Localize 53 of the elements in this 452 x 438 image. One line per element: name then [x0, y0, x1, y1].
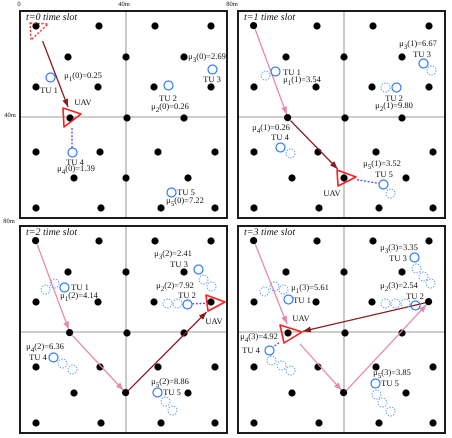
user-label: TU 1: [283, 68, 301, 76]
uav-label: UAV: [74, 98, 92, 106]
value-label: μ$_{4}$(2)=6.36: [26, 342, 64, 354]
dashed-ring-icon: [384, 188, 396, 198]
user-label: TU 4: [271, 132, 289, 142]
user-label: TU 5: [375, 170, 393, 178]
dashed-ring-icon: [380, 82, 390, 92]
value-label: μ$_{2}$(0)=0.26: [151, 102, 189, 114]
dashed-ring-icon: [260, 70, 270, 80]
dot-icon: [283, 113, 293, 123]
value-label: μ$_{3}$(2)=2.41: [154, 249, 192, 261]
value-label: μ$_{5}$(1)=3.52: [363, 159, 401, 171]
dashed-ring-icon: [66, 364, 78, 374]
value-label: μ$_{4}$(0)=1.39: [57, 164, 95, 176]
panel-title: t=2 time slot: [26, 228, 78, 238]
dashed-ring-icon: [426, 64, 436, 76]
dot-icon: [65, 328, 75, 338]
user-label: TU 3: [413, 50, 431, 58]
dashed-link: [71, 128, 73, 148]
value-label: μ$_{1}$(1)=3.54: [283, 74, 321, 86]
user-label: TU 2: [385, 94, 403, 102]
panel-title: t=0 time slot: [26, 13, 78, 23]
user-label: TU 5: [177, 188, 195, 196]
arrow: [42, 40, 69, 108]
value-label: μ$_{1}$(2)=4.14: [60, 290, 98, 302]
dot-icon: [31, 236, 41, 246]
user-label: TU 3: [203, 74, 221, 84]
value-label: μ$_{1}$(0)=0.25: [64, 71, 102, 83]
dashed-triangle-icon: [29, 22, 49, 41]
user-label: TU 4: [66, 157, 84, 166]
user-label: TU 4: [29, 352, 47, 362]
dashed-ring-icon: [48, 278, 60, 288]
value-label: μ$_{5}$(0)=7.22: [166, 196, 204, 208]
value-label: μ$_{3}$(1)=6.67: [399, 39, 437, 51]
user-label: TU 3: [389, 254, 407, 262]
dashed-ring-icon: [284, 148, 296, 158]
user-label: TU 2: [159, 94, 177, 102]
uav-label: UAV: [323, 188, 341, 198]
value-label: μ$_{3}$(3)=3.35: [380, 243, 418, 255]
panel-title: t=3 time slot: [244, 228, 296, 238]
dot-icon: [249, 21, 259, 31]
arrow: [290, 120, 338, 170]
dashed-ring-icon: [40, 284, 50, 294]
dashed-link: [356, 179, 379, 184]
value-label: μ$_{3}$(0)=2.69: [188, 52, 226, 64]
value-label: μ$_{2}$(1)=9.80: [375, 101, 413, 113]
dot-icon: [249, 236, 259, 246]
dashed-ring-icon: [56, 358, 68, 368]
user-label: TU 3: [170, 260, 188, 268]
user-label: TU 1: [71, 282, 89, 292]
panel-title: t=1 time slot: [244, 13, 296, 23]
user-label: TU 1: [40, 86, 58, 94]
value-label: μ$_{4}$(1)=0.26: [252, 123, 290, 135]
